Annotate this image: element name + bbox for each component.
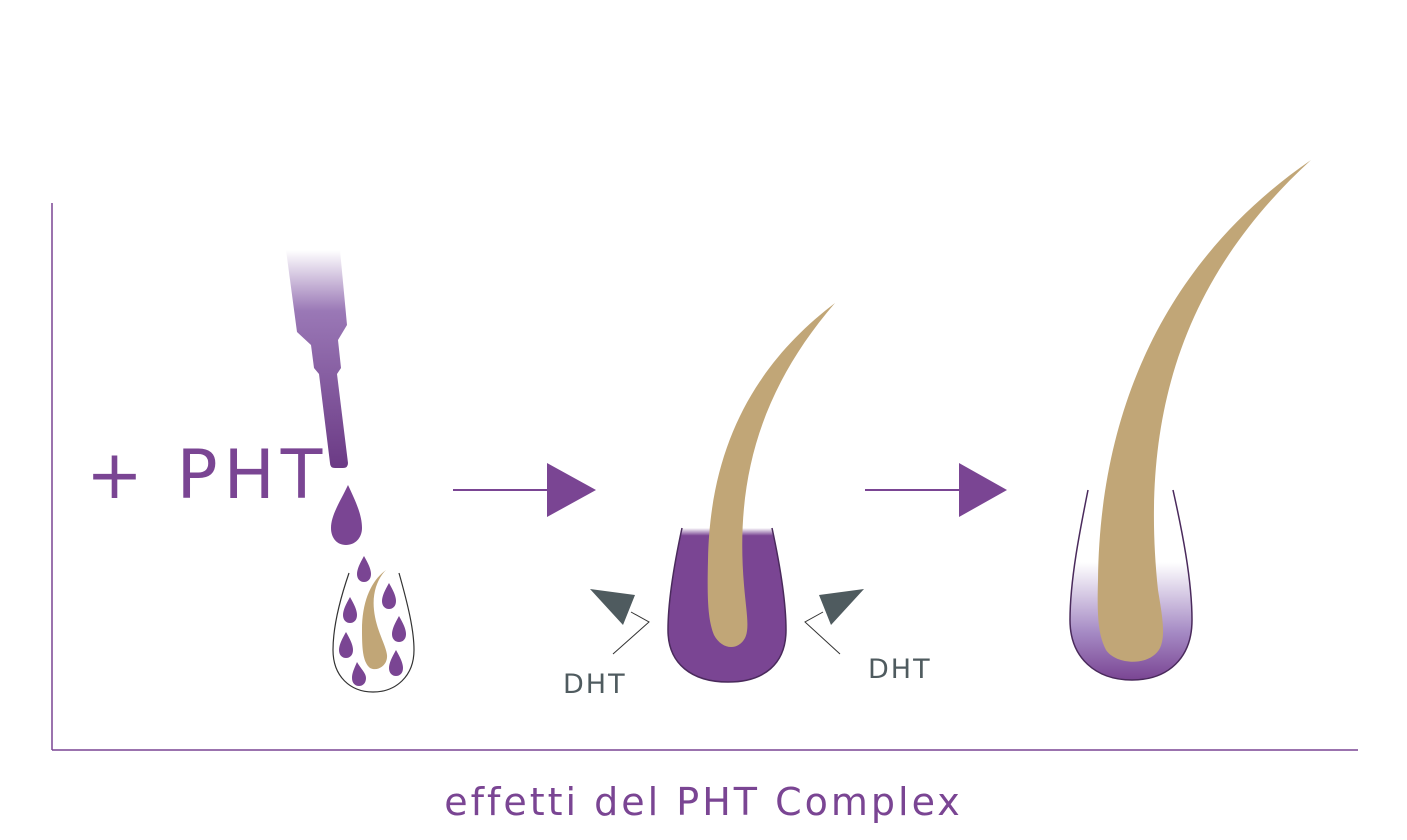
dht-label-left: DHT [563,669,627,700]
dht-arrow-right [804,589,864,655]
follicle-healthy [1069,160,1311,681]
small-hair-shaft [362,570,388,670]
product-droplets [339,556,406,686]
dropper-icon [286,250,348,468]
diagram-caption: effetti del PHT Complex [444,780,963,824]
arrow-right-icon [453,463,596,517]
dht-arrow-left [590,589,650,655]
medium-hair-shaft [707,303,835,648]
long-hair-shaft [1097,160,1311,662]
dht-label-right: DHT [868,654,932,685]
arrow-right-icon [865,463,1007,517]
follicle-dht-affected [667,303,835,683]
treatment-label: + PHT [86,436,328,515]
falling-drop-icon [331,485,362,545]
follicle-with-drops [332,556,415,693]
